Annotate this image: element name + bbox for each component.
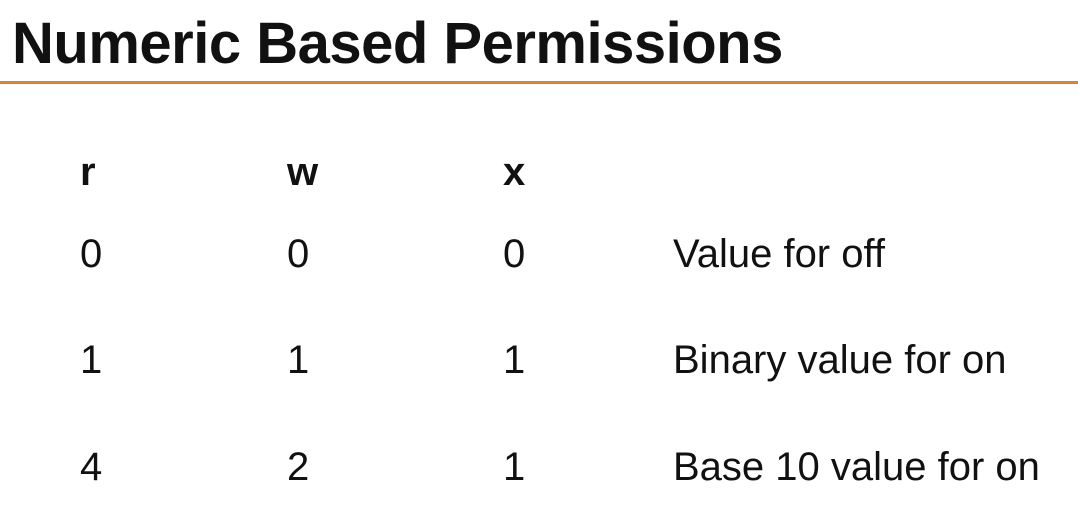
- row-off-r: 0: [80, 232, 103, 276]
- header-x: x: [503, 150, 526, 194]
- header-w: w: [287, 150, 319, 194]
- row-base10-x: 1: [503, 445, 526, 489]
- row-binary-w: 1: [287, 338, 310, 382]
- row-binary-description: Binary value for on: [673, 338, 1007, 382]
- row-binary-r: 1: [80, 338, 103, 382]
- slide-title: Numeric Based Permissions: [12, 11, 783, 76]
- row-base10-r: 4: [80, 445, 103, 489]
- row-off-w: 0: [287, 232, 310, 276]
- row-off-description: Value for off: [673, 232, 885, 276]
- header-r: r: [80, 150, 96, 194]
- title-underline: [0, 81, 1078, 84]
- row-base10-w: 2: [287, 445, 310, 489]
- row-binary-x: 1: [503, 338, 526, 382]
- row-base10-description: Base 10 value for on: [673, 445, 1040, 489]
- row-off-x: 0: [503, 232, 526, 276]
